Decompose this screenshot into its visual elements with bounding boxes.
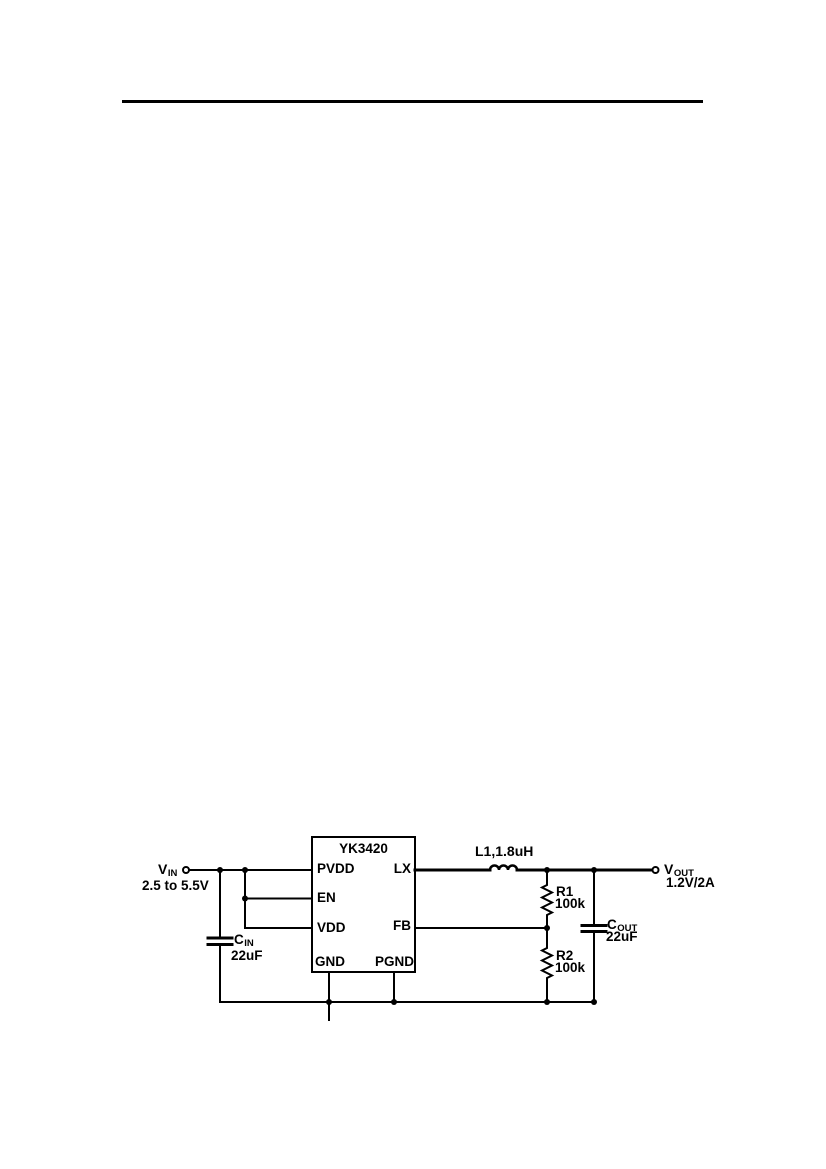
pin-label-pvdd: PVDD: [317, 861, 355, 876]
cin-label: CIN: [234, 932, 254, 949]
vout-label: VOUT: [664, 861, 694, 879]
pin-label-pgnd: PGND: [374, 954, 414, 969]
pin-label-vdd: VDD: [317, 920, 346, 935]
chip-name-label: YK3420: [339, 841, 388, 856]
chip-box: [311, 836, 416, 973]
header-rule: [122, 100, 703, 103]
cout-label: COUT: [607, 917, 638, 934]
en-vdd-branch-wire: [244, 869, 313, 929]
pin-label-lx: LX: [393, 861, 411, 876]
cin-capacitor-plates: [206, 936, 234, 946]
r2-value-label: 100k: [555, 960, 586, 975]
vout-value-label: 1.2V/2A: [666, 875, 715, 890]
junction-dots: [217, 867, 597, 1005]
pin-label-en: EN: [317, 890, 336, 905]
inductor-label: L1,1.8uH: [475, 843, 534, 859]
pin-label-fb: FB: [393, 918, 411, 933]
cin-value-label: 22uF: [231, 948, 263, 963]
r1-value-label: 100k: [555, 896, 586, 911]
cout-capacitor-plates: [580, 924, 608, 933]
inductor-symbol: [488, 864, 519, 872]
r1-resistor: [539, 869, 555, 929]
r2-resistor: [539, 927, 555, 1003]
vout-terminal-circle: [651, 866, 660, 874]
cout-value-label: 22uF: [606, 929, 638, 944]
vin-range-label: 2.5 to 5.5V: [142, 878, 209, 893]
r1-label: R1: [556, 884, 574, 899]
r2-label: R2: [556, 948, 574, 963]
vin-label: VIN: [158, 861, 178, 879]
pin-label-gnd: GND: [315, 954, 345, 969]
